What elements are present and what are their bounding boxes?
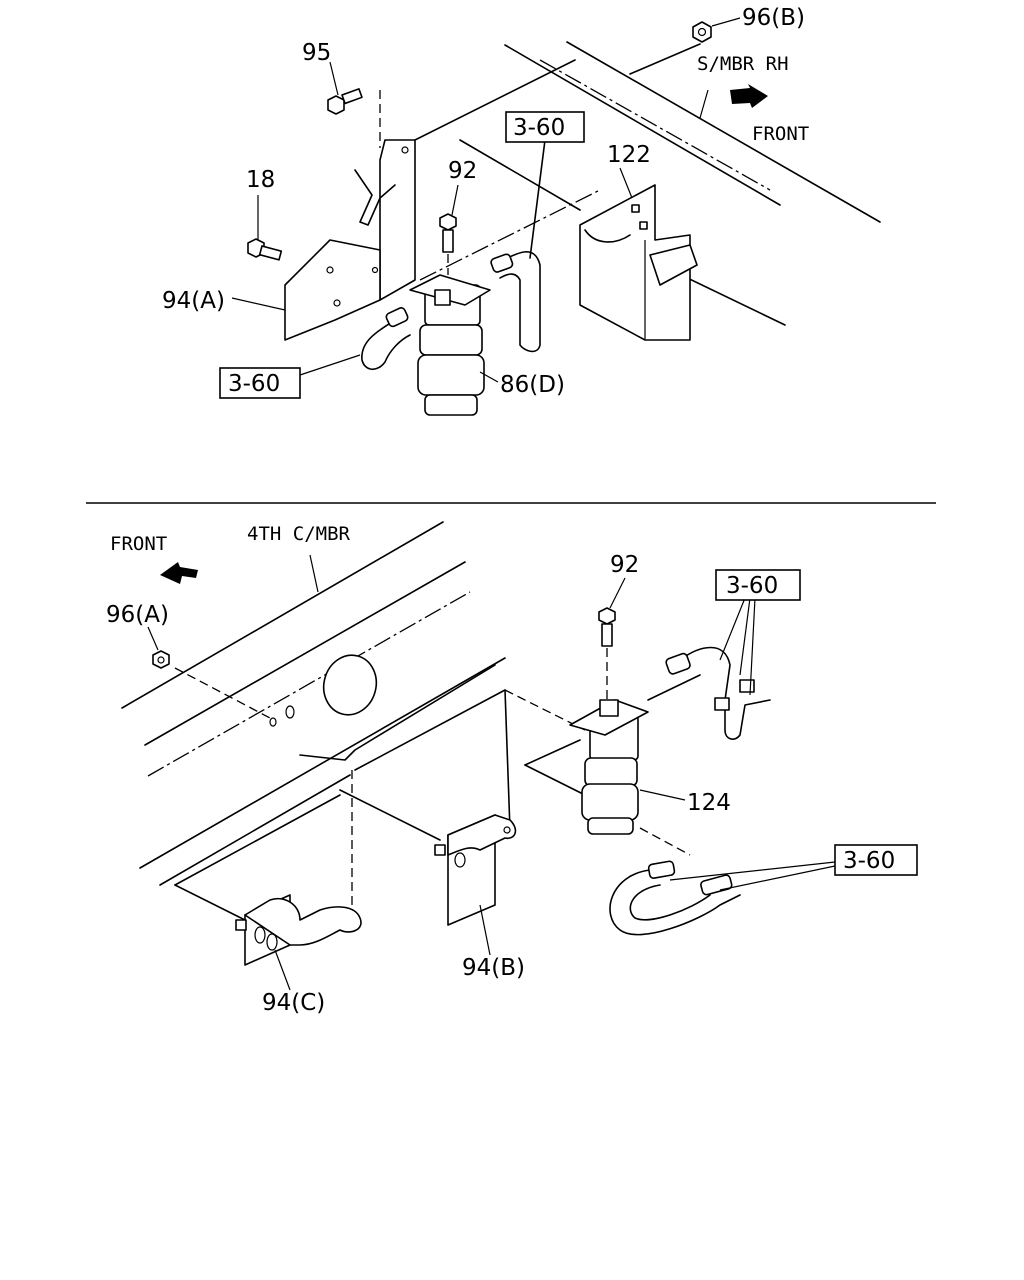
ref-box-top-center xyxy=(505,111,585,143)
leader-122 xyxy=(619,167,633,199)
filter-124 xyxy=(569,674,701,835)
label-122: 122 xyxy=(607,142,651,168)
ref-box-top-left xyxy=(219,367,301,399)
nut-96b xyxy=(629,17,741,75)
mount-line-b1 xyxy=(504,689,511,831)
leader-3-60-b xyxy=(739,597,751,676)
leader-3-60-d xyxy=(669,861,836,881)
leader-3-60-c xyxy=(749,597,756,696)
label-ref-top-left: 3-60 xyxy=(228,371,280,397)
label-smbr-rh: S/MBR RH xyxy=(697,53,789,75)
bolt-95 xyxy=(327,88,363,115)
front-arrow-top-icon xyxy=(730,84,768,108)
label-92-top: 92 xyxy=(448,158,477,184)
leader-94c xyxy=(274,949,291,991)
hose-top-center xyxy=(490,139,546,353)
label-94b: 94(B) xyxy=(462,955,525,981)
hose-bottom-upper xyxy=(665,646,771,740)
label-96a: 96(A) xyxy=(106,602,169,628)
leader-94b xyxy=(479,904,491,956)
label-94a: 94(A) xyxy=(162,288,225,314)
leader-3-60-e xyxy=(719,865,836,891)
bracket-94a xyxy=(284,139,416,341)
label-4th-cmbr: 4TH C/MBR xyxy=(247,523,351,545)
mount-line-b8 xyxy=(524,764,586,796)
label-ref-top-center: 3-60 xyxy=(513,115,565,141)
label-95: 95 xyxy=(302,40,331,66)
ref-box-bottom-upper xyxy=(715,569,801,601)
leader-92-top xyxy=(451,184,459,216)
top-view: 96(B) S/MBR RH FRONT 95 3-60 122 92 18 9… xyxy=(162,5,881,416)
mount-line-b6 xyxy=(174,794,341,886)
label-ref-bottom-upper: 3-60 xyxy=(726,573,778,599)
bolt-92-bottom xyxy=(598,607,616,700)
bottom-view: FRONT 4TH C/MBR 96(A) 92 3-60 124 3-60 9… xyxy=(106,521,918,1016)
leader-94a xyxy=(231,297,286,311)
label-124: 124 xyxy=(687,790,731,816)
nut-96a xyxy=(147,626,271,719)
mount-line-mid xyxy=(419,189,601,281)
leader-92-bottom xyxy=(609,577,626,609)
bracket-94b xyxy=(434,814,517,926)
bracket-94c xyxy=(235,894,362,966)
leader-124 xyxy=(639,789,686,801)
label-18: 18 xyxy=(246,167,275,193)
mount-line-b9 xyxy=(524,739,581,766)
label-94c: 94(C) xyxy=(262,990,325,1016)
mount-line-top xyxy=(394,59,576,151)
label-front-bottom: FRONT xyxy=(110,533,167,555)
leader-95-top xyxy=(329,61,339,96)
cover-122 xyxy=(579,184,698,341)
ref-box-bottom-lower xyxy=(834,844,918,876)
mount-line-b5 xyxy=(174,884,246,921)
bolt-92-top xyxy=(439,213,457,275)
label-86d: 86(D) xyxy=(500,372,565,398)
front-arrow-bottom-icon xyxy=(160,562,198,584)
hose-bottom-lower xyxy=(609,860,741,936)
fourth-cross-member xyxy=(121,521,506,886)
label-92-bottom: 92 xyxy=(610,552,639,578)
leader-86d xyxy=(479,371,499,383)
hose-top-left xyxy=(361,307,411,371)
filter-86d xyxy=(409,274,491,416)
leader-3-60-left xyxy=(299,354,361,376)
mount-line-b10 xyxy=(639,827,691,856)
label-front-top: FRONT xyxy=(752,123,809,145)
label-ref-bottom-lower: 3-60 xyxy=(843,848,895,874)
label-96b: 96(B) xyxy=(742,5,805,31)
bolt-18 xyxy=(247,238,283,261)
mount-line-b2 xyxy=(354,689,506,771)
mount-line-b4 xyxy=(339,789,441,841)
leader-3-60-a xyxy=(719,597,746,661)
